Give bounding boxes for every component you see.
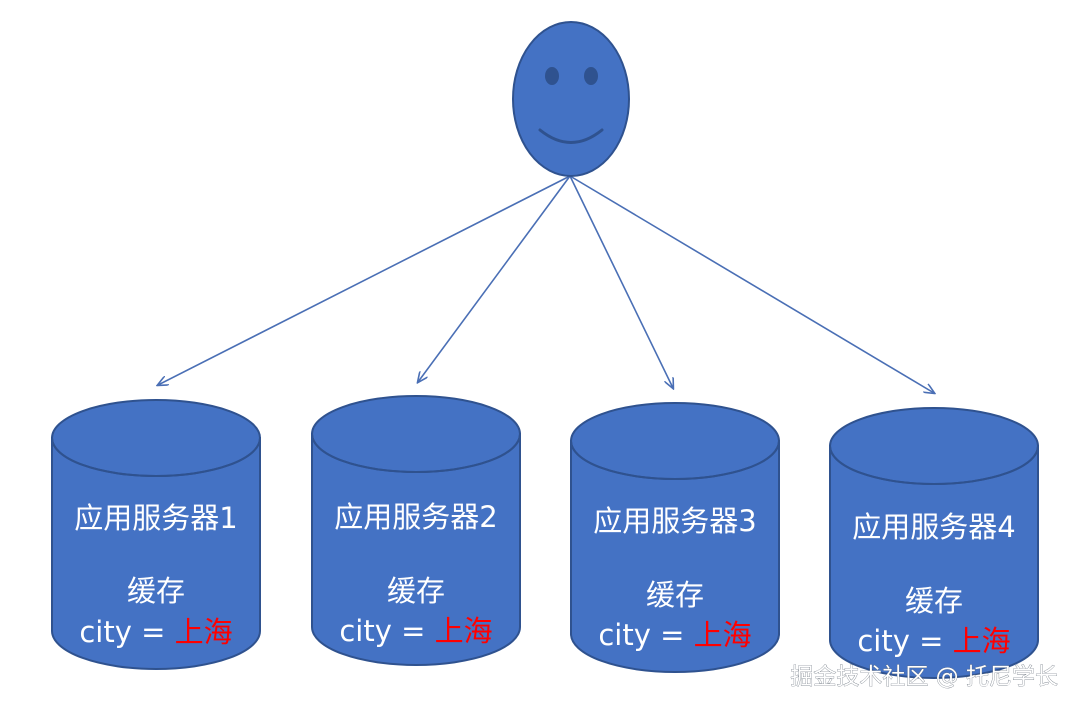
server-1: 应用服务器1 缓存 city = 上海 xyxy=(51,399,261,670)
cache-key: city = xyxy=(79,615,165,649)
server-3: 应用服务器3 缓存 city = 上海 xyxy=(570,402,780,673)
server-4: 应用服务器4 缓存 city = 上海 xyxy=(829,407,1039,679)
cache-key: city = xyxy=(857,624,943,658)
database-cylinder-icon xyxy=(570,402,780,673)
server-name: 应用服务器1 xyxy=(74,501,237,535)
server-2: 应用服务器2 缓存 city = 上海 xyxy=(311,395,521,666)
arrow-to-server-2 xyxy=(418,175,571,382)
smiley-face-icon xyxy=(512,21,630,177)
cache-entry: city = 上海 xyxy=(857,624,1010,658)
connection-arrows xyxy=(158,175,934,393)
cache-value: 上海 xyxy=(694,618,752,652)
cache-entry: city = 上海 xyxy=(598,618,751,652)
server-name: 应用服务器4 xyxy=(852,510,1015,544)
server-name: 应用服务器3 xyxy=(593,504,756,538)
arrow-to-server-4 xyxy=(569,175,934,393)
database-cylinder-icon xyxy=(51,399,261,670)
cache-label: 缓存 xyxy=(905,584,963,618)
cache-label: 缓存 xyxy=(646,578,704,612)
arrow-to-server-1 xyxy=(158,175,571,385)
cache-label: 缓存 xyxy=(387,574,445,608)
cache-entry: city = 上海 xyxy=(339,614,492,648)
cache-entry: city = 上海 xyxy=(79,615,232,649)
cache-key: city = xyxy=(598,618,684,652)
cache-value: 上海 xyxy=(435,614,493,648)
database-cylinder-icon xyxy=(311,395,521,666)
cache-value: 上海 xyxy=(175,615,233,649)
cache-key: city = xyxy=(339,614,425,648)
cache-label: 缓存 xyxy=(127,574,185,608)
arrow-to-server-3 xyxy=(569,175,673,388)
cache-value: 上海 xyxy=(953,624,1011,658)
watermark: 掘金技术社区 @ 托尼学长 xyxy=(790,664,1058,690)
database-cylinder-icon xyxy=(829,407,1039,679)
server-name: 应用服务器2 xyxy=(334,500,497,534)
